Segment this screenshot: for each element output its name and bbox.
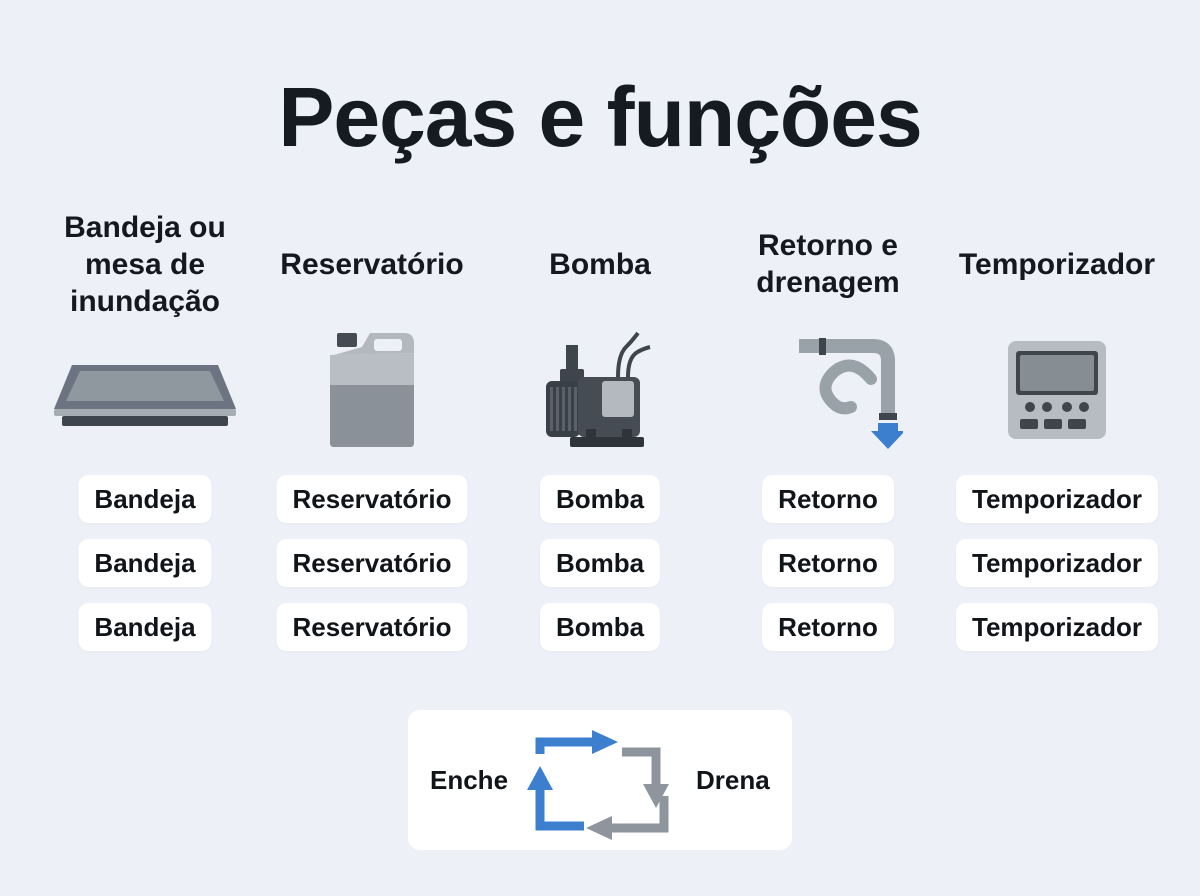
label-chip: Bandeja [78,603,212,651]
label-chip: Reservatório [276,539,468,587]
label-chip: Temporizador [956,475,1158,523]
page-title: Peças e funções [278,70,922,164]
column-heading: Retorno e drenagem [756,229,900,299]
label-chip: Reservatório [276,603,468,651]
column-pump: Bomba Bomba Bomba Bomba [490,205,710,651]
column-timer: Temporizador Temporizador Temporizador T… [947,205,1167,651]
label-chip: Retorno [762,539,894,587]
column-heading: Temporizador [958,247,1156,281]
label-chip: Retorno [762,475,894,523]
fill-drain-cycle-panel: Enche Drena [408,710,792,850]
column-heading: Bomba [549,247,651,281]
flood-tray-icon [35,325,255,457]
column-return-drain: Retorno e drenagem Retorno Retorno Retor… [718,205,938,651]
label-chip: Temporizador [956,603,1158,651]
label-chip: Retorno [762,603,894,651]
column-reservoir: Reservatório Reservatório Reservatório R… [262,205,482,651]
return-drain-pipe-icon [718,325,938,457]
label-chip: Reservatório [276,475,468,523]
label-chip: Bandeja [78,475,212,523]
column-heading: Reservatório [280,247,464,281]
drain-label: Drena [696,765,770,795]
digital-timer-icon [947,325,1167,457]
water-pump-icon [490,325,710,457]
fill-label: Enche [430,765,509,795]
label-chip: Temporizador [956,539,1158,587]
label-chip: Bandeja [78,539,212,587]
column-heading: Bandeja ou mesa de inundação [64,210,226,318]
reservoir-jug-icon [262,325,482,457]
label-chip: Bomba [539,539,661,587]
label-chip: Bomba [539,603,661,651]
label-chip: Bomba [539,475,661,523]
fill-drain-cycle-icon [527,730,669,840]
column-tray: Bandeja ou mesa de inundação Bandeja Ban… [35,205,255,651]
